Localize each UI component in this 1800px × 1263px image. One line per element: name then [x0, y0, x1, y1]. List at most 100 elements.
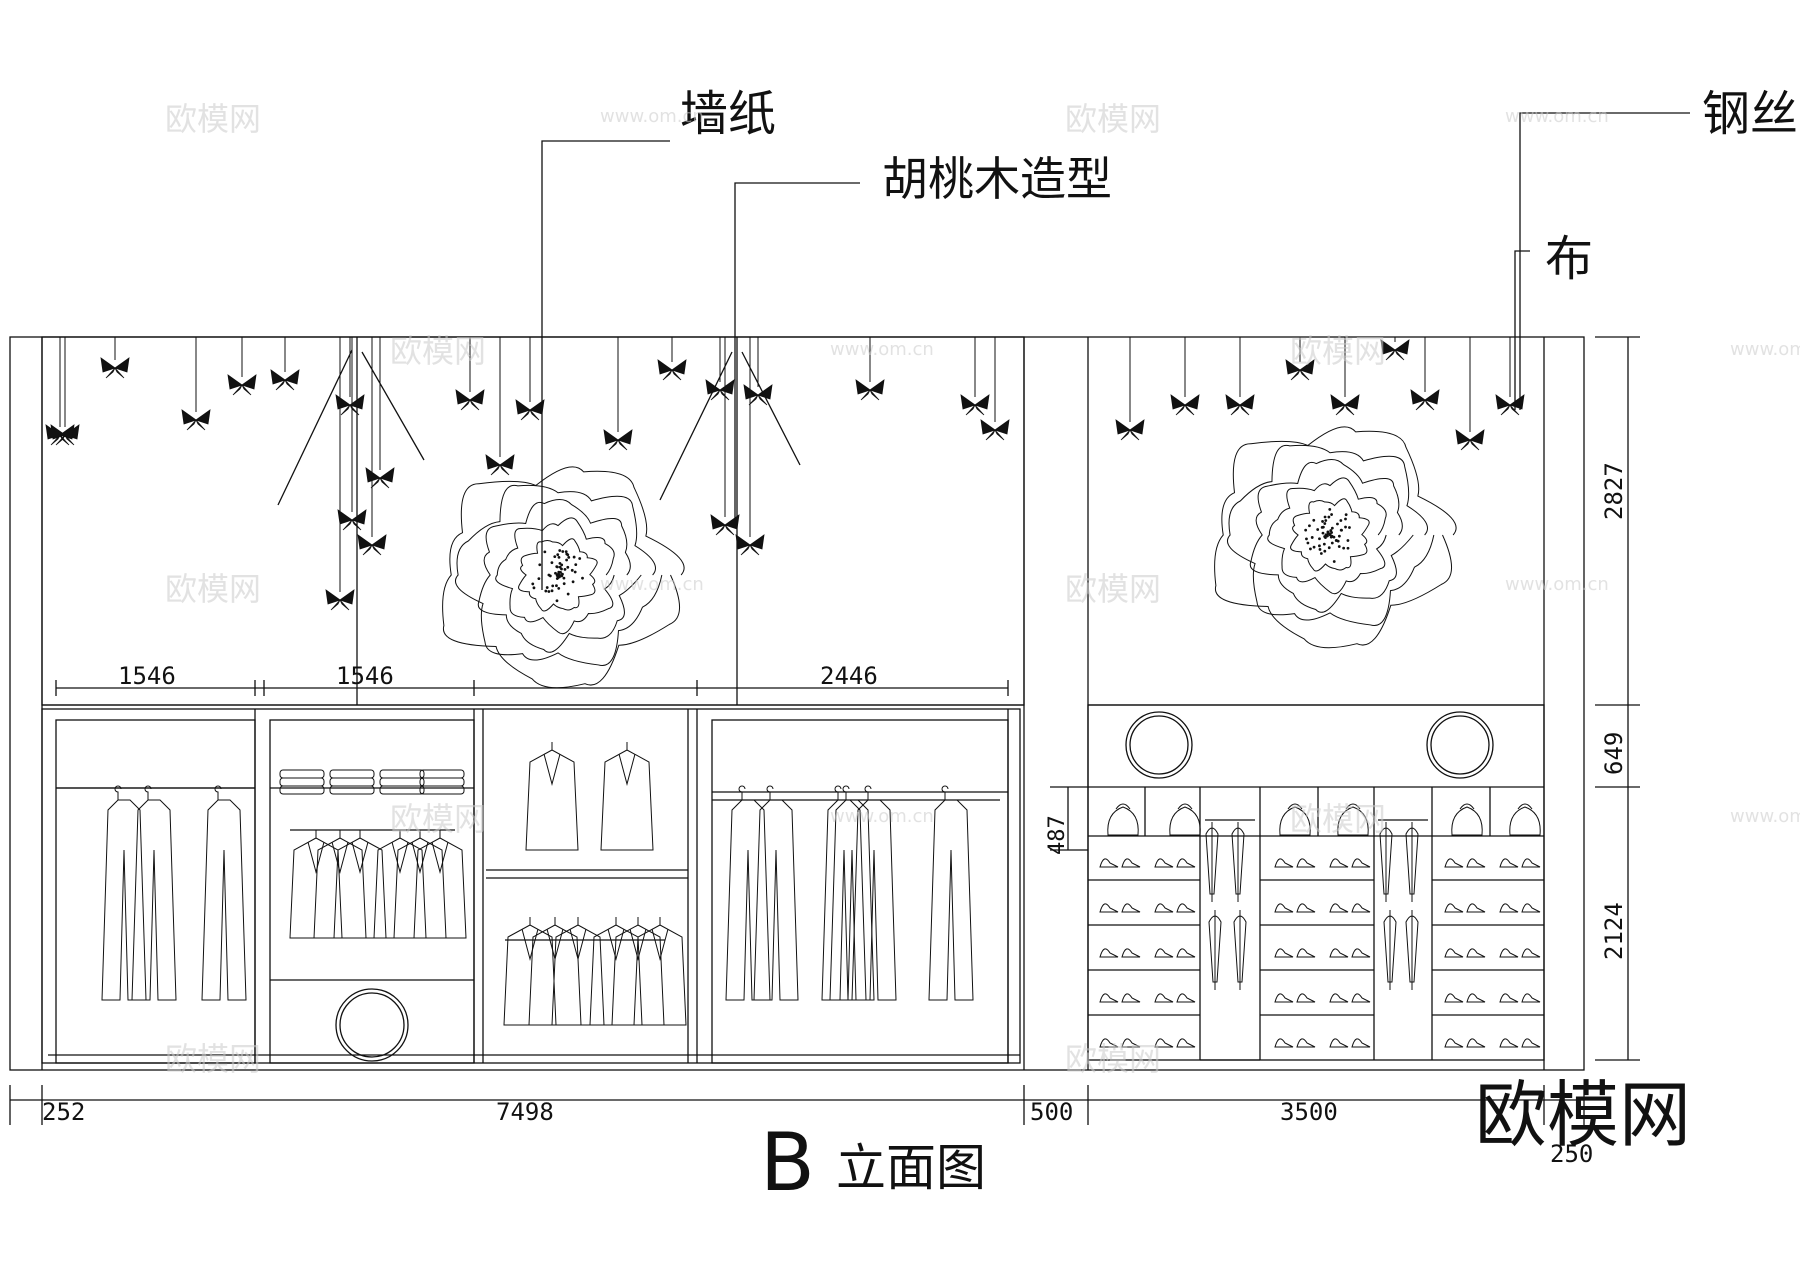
butterfly-icon	[1171, 395, 1199, 415]
jacket-icon	[374, 830, 426, 938]
shoes-icon	[1100, 994, 1140, 1002]
peony-flowers	[443, 427, 1457, 688]
dim-2446: 2446	[820, 662, 878, 690]
handbag-icon	[1452, 804, 1482, 835]
shoes-icon	[1275, 994, 1315, 1002]
shoes-icon	[1155, 859, 1195, 867]
butterfly-icon	[326, 590, 354, 610]
medallions	[336, 712, 1493, 1061]
butterfly-icon	[271, 370, 299, 390]
umbrella-icon	[1406, 822, 1418, 902]
shoes-icon	[1275, 949, 1315, 957]
jacket-icon	[552, 917, 604, 1025]
jacket-icon	[612, 917, 664, 1025]
long-coat-icon	[102, 786, 146, 1000]
shoes-icon	[1330, 949, 1370, 957]
corner-logo: 欧模网	[1475, 1073, 1691, 1157]
shoes-icon	[1330, 859, 1370, 867]
shoes-icon	[1445, 904, 1485, 912]
shoes-icon	[1500, 859, 1540, 867]
watermark-logo: 欧模网	[165, 1040, 261, 1078]
shoes-icon	[1100, 859, 1140, 867]
butterfly-icon	[1116, 420, 1144, 440]
umbrella-icon	[1234, 910, 1246, 990]
shoes-icon	[1500, 949, 1540, 957]
jacket-icon	[414, 830, 466, 938]
suit-icon	[526, 742, 578, 850]
jacket-icon	[394, 830, 446, 938]
butterfly-icon	[516, 400, 544, 420]
watermark-url: www.om.cn	[1730, 339, 1800, 360]
umbrella-icon	[1232, 822, 1244, 902]
watermark-url: www.om.cn	[830, 339, 934, 360]
watermark-logo: 欧模网	[1065, 100, 1161, 138]
watermark-logo: 欧模网	[1290, 800, 1386, 838]
dim-487: 487	[1045, 815, 1070, 855]
long-coat-icon	[202, 786, 246, 1000]
watermark-url: www.om.cn	[1505, 574, 1609, 595]
shoes-icon	[1275, 904, 1315, 912]
jacket-icon	[334, 830, 386, 938]
watermark-logo: 欧模网	[165, 100, 261, 138]
butterfly-icon	[486, 455, 514, 475]
shoes-icon	[1275, 1039, 1315, 1047]
butterfly-icon	[856, 380, 884, 400]
umbrella-icon	[1384, 910, 1396, 990]
butterfly-icon	[961, 395, 989, 415]
dim-7498: 7498	[496, 1098, 554, 1126]
shoes-icon	[1445, 949, 1485, 957]
shoes-icon	[1445, 859, 1485, 867]
long-coat-icon	[929, 786, 973, 1000]
dim-1546-b: 1546	[336, 662, 394, 690]
jacket-icon	[590, 917, 642, 1025]
umbrella-icon	[1206, 822, 1218, 902]
shoes-icon	[1100, 904, 1140, 912]
watermark-logo: 欧模网	[165, 570, 261, 608]
folded-shirt-icon	[330, 770, 374, 794]
shoes-icon	[1500, 1039, 1540, 1047]
watermark-logo: 欧模网	[1065, 570, 1161, 608]
peony-icon	[1215, 427, 1457, 648]
butterfly-icon	[1331, 395, 1359, 415]
umbrella-icon	[1406, 910, 1418, 990]
folded-shirt-icon	[280, 770, 324, 794]
watermark-url: www.om.cn	[1730, 806, 1800, 827]
umbrella-icon	[1209, 910, 1221, 990]
butterfly-icon	[736, 535, 764, 555]
butterfly-icon	[101, 358, 129, 378]
watermark-logo: 欧模网	[390, 332, 486, 370]
butterfly-icon	[338, 510, 366, 530]
shoes-icon	[1155, 904, 1195, 912]
handbag-icon	[1170, 804, 1200, 835]
watermark-url: www.om.cn	[600, 574, 704, 595]
shoes-icon	[1155, 949, 1195, 957]
watermark-logo: 欧模网	[390, 800, 486, 838]
shoes-icon	[1500, 994, 1540, 1002]
butterfly-icon	[1411, 390, 1439, 410]
butterfly-icon	[358, 535, 386, 555]
watermark-logo: 欧模网	[1290, 332, 1386, 370]
watermark-url: www.om.cn	[600, 106, 704, 127]
dim-2124: 2124	[1600, 902, 1628, 960]
folded-shirt-icon	[420, 770, 464, 794]
label-walnut: 胡桃木造型	[882, 152, 1112, 206]
dim-1546-a: 1546	[118, 662, 176, 690]
shoes-icon	[1500, 904, 1540, 912]
long-coat-icon	[754, 786, 798, 1000]
label-cloth: 布	[1545, 231, 1593, 287]
label-steel-wire: 钢丝	[1702, 86, 1798, 142]
drawing-title: 立面图	[836, 1139, 986, 1197]
shoes-icon	[1100, 949, 1140, 957]
shoes-icon	[1275, 859, 1315, 867]
butterflies	[46, 337, 1524, 610]
shoes-icon	[1445, 994, 1485, 1002]
shoes-icon	[1445, 1039, 1485, 1047]
butterfly-icon	[366, 468, 394, 488]
butterfly-icon	[604, 430, 632, 450]
dim-2827: 2827	[1600, 462, 1628, 520]
folded-shirt-icon	[380, 770, 424, 794]
dim-252: 252	[42, 1098, 85, 1126]
long-coat-icon	[726, 786, 770, 1000]
drawing-title-letter: B	[760, 1116, 815, 1209]
